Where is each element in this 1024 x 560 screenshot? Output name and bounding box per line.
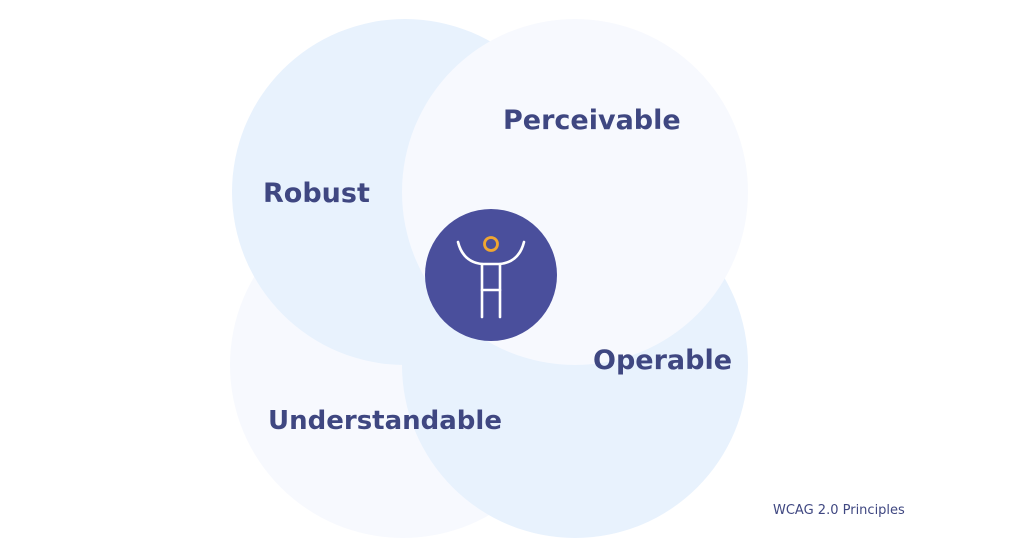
perceivable-label: Perceivable (503, 105, 681, 136)
person-head-icon (483, 236, 499, 252)
diagram-caption: WCAG 2.0 Principles (773, 503, 905, 518)
center-badge (425, 209, 557, 341)
accessibility-person-icon (456, 240, 526, 319)
operable-label: Operable (593, 345, 733, 376)
understandable-label: Understandable (268, 406, 502, 436)
robust-label: Robust (263, 178, 370, 209)
